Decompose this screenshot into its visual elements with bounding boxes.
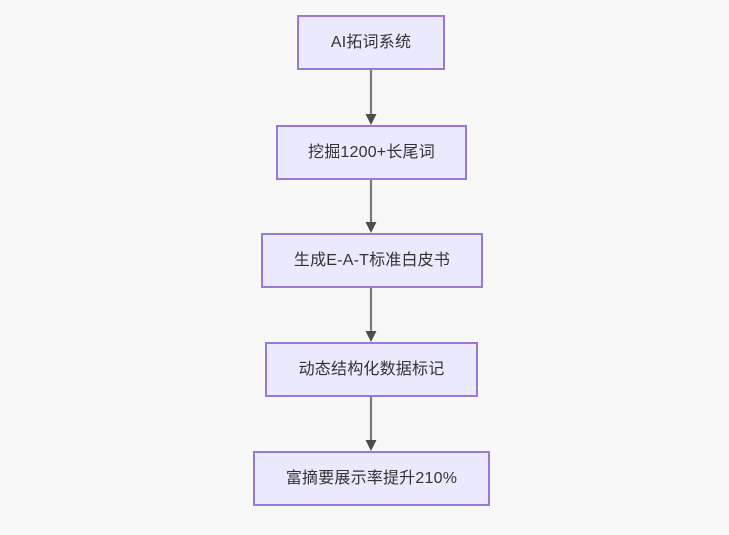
flow-node-mine-longtail-keywords[interactable]: 挖掘1200+长尾词	[276, 125, 467, 180]
flow-node-dynamic-structured-data-markup[interactable]: 动态结构化数据标记	[265, 342, 478, 397]
flow-node-rich-snippet-impression-lift[interactable]: 富摘要展示率提升210%	[253, 451, 490, 506]
edge-node2-node3	[365, 288, 377, 342]
flow-node-generate-eat-whitepaper[interactable]: 生成E-A-T标准白皮书	[261, 233, 483, 288]
edge-node0-node1	[365, 70, 377, 125]
flow-node-label: 挖掘1200+长尾词	[308, 143, 435, 161]
flow-node-label: 富摘要展示率提升210%	[285, 469, 458, 487]
flow-node-ai-keyword-system[interactable]: AI拓词系统	[297, 15, 445, 70]
edge-node1-node2	[365, 180, 377, 233]
flow-node-label: AI拓词系统	[330, 33, 412, 51]
flow-node-label: 生成E-A-T标准白皮书	[293, 251, 451, 269]
edge-node3-node4	[365, 397, 377, 451]
flow-node-label: 动态结构化数据标记	[298, 360, 445, 378]
